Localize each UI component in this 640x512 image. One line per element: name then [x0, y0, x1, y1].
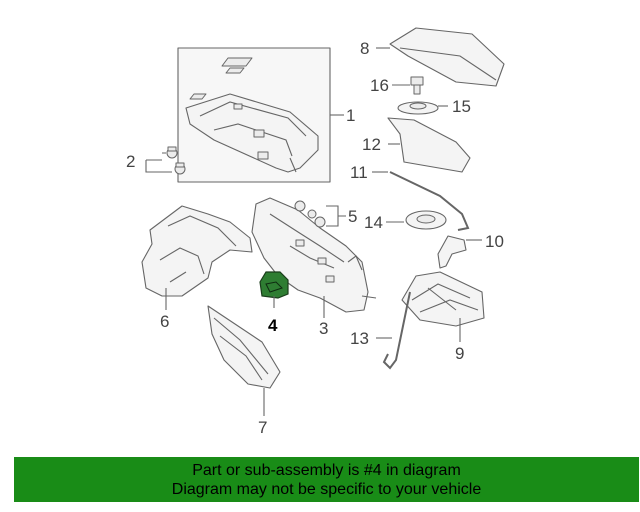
leader-lines [145, 47, 482, 416]
callout-7: 7 [258, 418, 267, 437]
part-6-side-trim [141, 205, 253, 297]
callout-11: 11 [350, 163, 368, 182]
part-7-trim-panel [207, 305, 281, 389]
callout-6: 6 [160, 312, 169, 331]
part-3-side-trim [251, 197, 377, 313]
callout-5: 5 [348, 207, 357, 226]
part-10-handle [437, 235, 467, 269]
part-14-disk [405, 210, 447, 230]
part-4-highlighted [259, 271, 289, 299]
part-9-jack [401, 271, 485, 327]
part-1-package-tray [177, 47, 331, 183]
callout-labels: 1 2 3 4 5 6 7 8 9 10 11 12 13 14 15 16 [126, 39, 504, 437]
callout-14: 14 [364, 213, 383, 232]
part-13-hook [382, 291, 411, 370]
callout-10: 10 [485, 232, 504, 251]
callout-16: 16 [370, 76, 389, 95]
callout-4: 4 [268, 316, 278, 335]
callout-2: 2 [126, 152, 135, 171]
part-11-rod [389, 171, 470, 231]
part-15-plate [397, 101, 439, 115]
footer-banner: Part or sub-assembly is #4 in diagram Di… [14, 457, 639, 502]
part-12-bag [387, 117, 471, 173]
callout-12: 12 [362, 135, 381, 154]
callout-13: 13 [350, 329, 369, 348]
part-16-bolt [410, 76, 424, 95]
callout-9: 9 [455, 344, 464, 363]
part-2-clips [166, 146, 186, 175]
callout-15: 15 [452, 97, 471, 116]
part-5-clips [294, 200, 326, 228]
footer-line-1: Part or sub-assembly is #4 in diagram [192, 462, 461, 479]
callout-8: 8 [360, 39, 369, 58]
callout-3: 3 [319, 319, 328, 338]
footer-line-2: Diagram may not be specific to your vehi… [171, 481, 482, 498]
callout-1: 1 [346, 106, 355, 125]
part-8-cover [389, 27, 505, 87]
parts-diagram: 1 2 3 4 5 6 7 8 9 10 11 12 13 14 15 16 [126, 27, 505, 437]
